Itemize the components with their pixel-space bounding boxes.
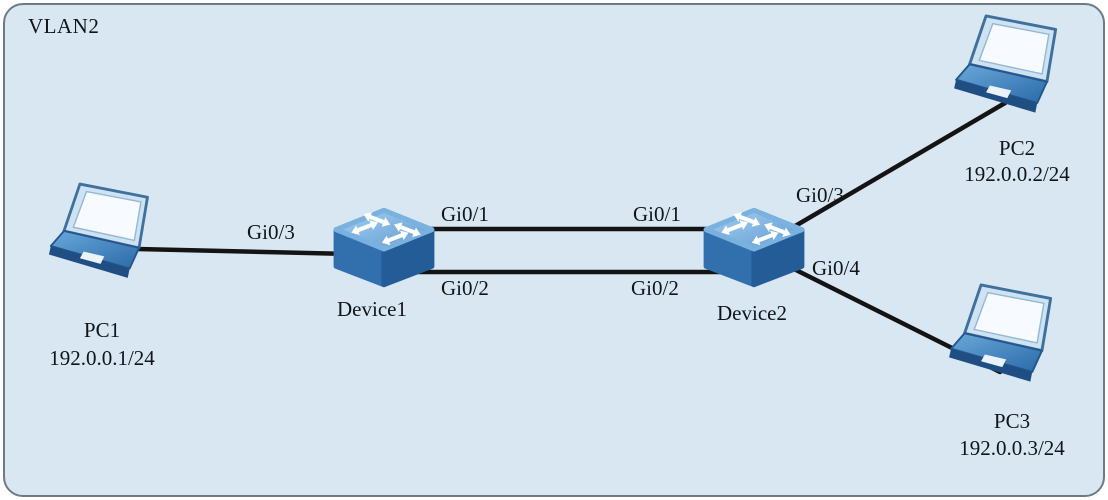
device1-label: Device1 bbox=[337, 297, 407, 321]
pc1-laptop-icon bbox=[48, 182, 170, 295]
pc3-label: PC3 bbox=[993, 409, 1031, 433]
pc2-laptop-icon bbox=[953, 14, 1079, 130]
port-label-device2-gi0-4: Gi0/4 bbox=[812, 256, 860, 280]
pc1-label: PC1 bbox=[83, 318, 121, 342]
port-label-device1-gi0-3: Gi0/3 bbox=[247, 220, 295, 244]
port-label-device2-gi0-1: Gi0/1 bbox=[633, 202, 681, 226]
port-label-device1-gi0-1: Gi0/1 bbox=[441, 202, 489, 226]
pc3-laptop-icon bbox=[948, 283, 1074, 399]
pc2-ip-label: 192.0.0.2/24 bbox=[964, 162, 1070, 186]
port-label-device2-gi0-2: Gi0/2 bbox=[631, 276, 679, 300]
pc1-ip-label: 192.0.0.1/24 bbox=[49, 346, 155, 370]
link-device2-pc2 bbox=[782, 100, 1008, 235]
pc3-ip-label: 192.0.0.3/24 bbox=[959, 436, 1065, 460]
device2-label: Device2 bbox=[717, 301, 787, 325]
device2-switch-icon bbox=[698, 203, 810, 295]
pc2-label: PC2 bbox=[998, 136, 1036, 160]
port-label-device1-gi0-2: Gi0/2 bbox=[441, 276, 489, 300]
device1-switch-icon bbox=[328, 203, 440, 295]
diagram-title: VLAN2 bbox=[28, 14, 100, 38]
port-label-device2-gi0-3: Gi0/3 bbox=[796, 183, 844, 207]
